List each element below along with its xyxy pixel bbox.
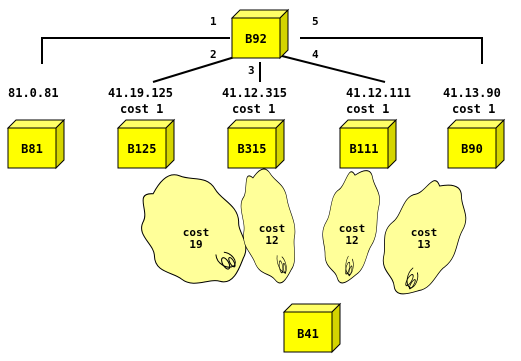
link-b92-b81 (41, 37, 230, 64)
port-3: 3 (248, 64, 255, 77)
cloud-3-line1: cost (339, 222, 366, 235)
cost-b111: cost 1 (346, 102, 389, 116)
addr-b81: 81.0.81 (8, 86, 59, 100)
cost-b315: cost 1 (232, 102, 275, 116)
addr-b315: 41.12.315 (222, 86, 287, 100)
addr-b125: 41.19.125 (108, 86, 173, 100)
cloud-1-line2: 19 (189, 238, 202, 251)
node-b125-label: B125 (128, 142, 157, 156)
node-b41-label: B41 (297, 327, 319, 341)
port-1: 1 (210, 15, 217, 28)
link-b92-b90 (300, 37, 483, 64)
cloud-2-line2: 12 (265, 234, 278, 247)
cost-b90: cost 1 (452, 102, 495, 116)
port-2: 2 (210, 48, 217, 61)
cloud-2-line1: cost (259, 222, 286, 235)
node-b92-label: B92 (245, 32, 267, 46)
port-4: 4 (312, 48, 319, 61)
cloud-4-line1: cost (411, 226, 438, 239)
cloud-3-line2: 12 (345, 234, 358, 247)
cost-b125: cost 1 (120, 102, 163, 116)
cloud-1-line1: cost (183, 226, 210, 239)
node-b81: B81 (7, 119, 65, 169)
node-b90: B90 (447, 119, 505, 169)
node-b90-label: B90 (461, 142, 483, 156)
addr-b111: 41.12.111 (346, 86, 411, 100)
link-b92-b111 (281, 55, 386, 83)
connectors (41, 37, 483, 83)
link-b92-b125 (152, 55, 239, 83)
node-b41: B41 (283, 303, 341, 353)
node-b111: B111 (339, 119, 397, 169)
node-b125: B125 (117, 119, 175, 169)
node-b92: B92 (231, 9, 289, 59)
node-b315: B315 (227, 119, 285, 169)
node-b81-label: B81 (21, 142, 43, 156)
cloud-4-line2: 13 (417, 238, 430, 251)
node-b315-label: B315 (238, 142, 267, 156)
node-b111-label: B111 (350, 142, 379, 156)
addr-b90: 41.13.90 (443, 86, 501, 100)
port-5: 5 (312, 15, 319, 28)
